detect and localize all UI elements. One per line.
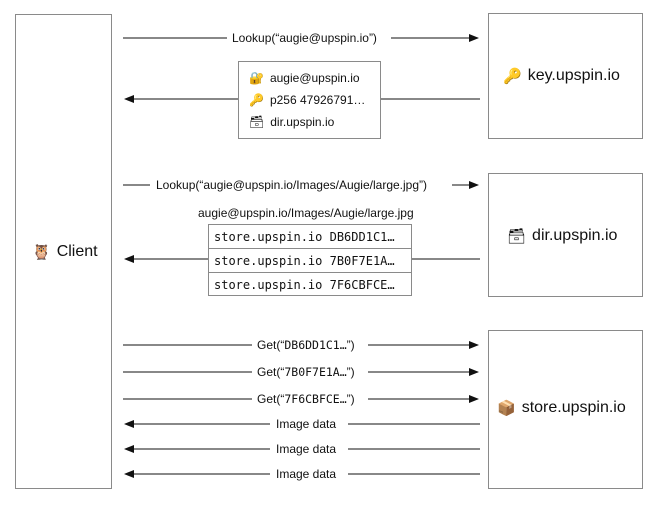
key-response-publickey: 🔑 p256 47926791… [249, 93, 366, 107]
dir-server-node: 🗃 dir.upspin.io [507, 227, 617, 245]
store-server-box: 📦 store.upspin.io [488, 330, 643, 489]
package-icon: 📦 [497, 399, 516, 417]
user-key-icon: 🔐 [249, 71, 264, 85]
image-data-response-1: Image data [276, 417, 337, 431]
image-data-response-3: Image data [276, 467, 337, 481]
store-server-node: 📦 store.upspin.io [497, 399, 626, 417]
key-icon: 🔑 [503, 67, 522, 85]
directory-drawer-icon: 🗃 [507, 227, 527, 245]
dir-lookup-request: Lookup(“augie@upspin.io/Images/Augie/lar… [156, 178, 428, 192]
key-response-user: 🔐 augie@upspin.io [249, 71, 360, 85]
dir-server-label: dir.upspin.io [532, 227, 618, 244]
key-server-box: 🔑 key.upspin.io [488, 13, 643, 139]
image-data-response-2: Image data [276, 442, 337, 456]
dir-blocks-table: store.upspin.io DB6DD1C1… store.upspin.i… [208, 224, 412, 296]
get-request-3: Get(“7F6CBFCE…”) [257, 392, 355, 406]
key-server-node: 🔑 key.upspin.io [503, 67, 620, 85]
get-request-1: Get(“DB6DD1C1…”) [257, 338, 355, 352]
client-box: 🦉 Client [15, 14, 112, 489]
owl-icon: 🦉 [32, 243, 51, 261]
key-server-label: key.upspin.io [527, 67, 620, 84]
key-lookup-request: Lookup(“augie@upspin.io”) [232, 31, 377, 45]
client-node: 🦉 Client [32, 243, 98, 261]
dir-block-row: store.upspin.io 7B0F7E1A… [209, 249, 411, 273]
client-label: Client [56, 243, 98, 260]
key-response-box: 🔐 augie@upspin.io 🔑 p256 47926791… 🗃 dir… [238, 61, 381, 139]
directory-drawer-icon: 🗃 [249, 115, 265, 129]
dir-server-box: 🗃 dir.upspin.io [488, 173, 643, 297]
get-request-2: Get(“7B0F7E1A…”) [257, 365, 355, 379]
key-response-dir: 🗃 dir.upspin.io [249, 115, 335, 129]
store-server-label: store.upspin.io [521, 399, 626, 416]
dir-entry-path: augie@upspin.io/Images/Augie/large.jpg [198, 206, 414, 220]
key-icon: 🔑 [249, 93, 264, 107]
dir-block-row: store.upspin.io DB6DD1C1… [209, 225, 411, 249]
dir-block-row: store.upspin.io 7F6CBFCE… [214, 278, 395, 292]
